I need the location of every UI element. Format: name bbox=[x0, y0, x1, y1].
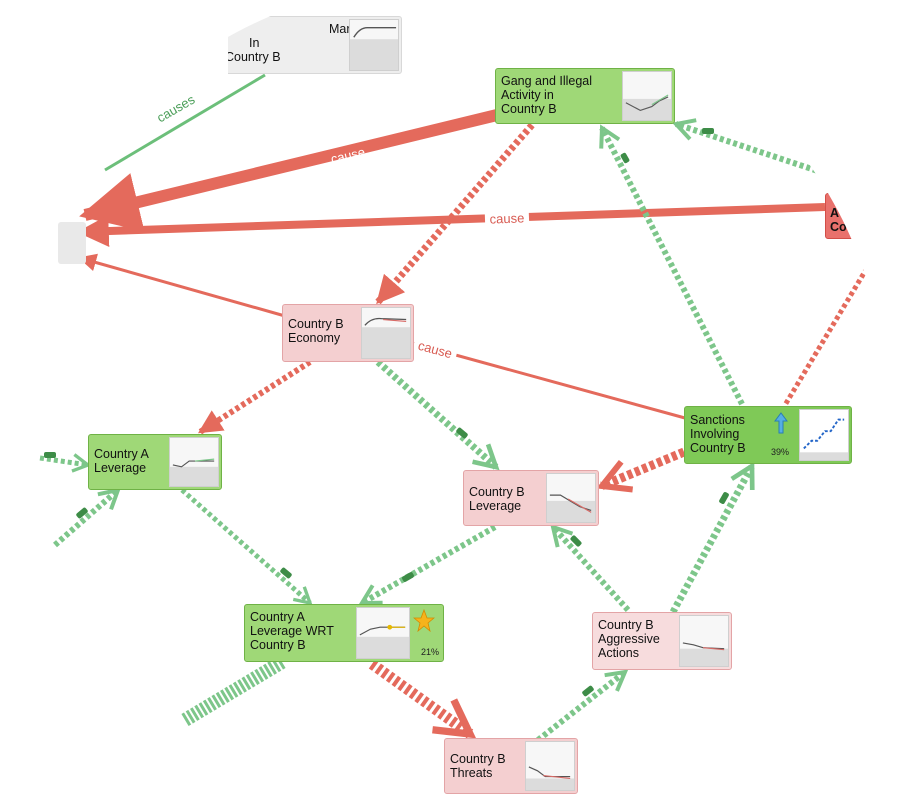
edge-gang-to-left bbox=[79, 109, 499, 232]
node-b-threats-label: Country B Threats bbox=[450, 752, 506, 780]
node-b-aggressive[interactable]: Country B Aggressive Actions bbox=[592, 612, 732, 670]
node-label-line: Actions bbox=[598, 646, 639, 660]
edge-economy-to-a-leverage bbox=[197, 359, 312, 435]
node-label-line: Country B bbox=[288, 317, 344, 331]
up-arrow-icon bbox=[774, 412, 788, 434]
node-label-line: Leverage bbox=[469, 499, 522, 513]
node-b-leverage[interactable]: Country B Leverage bbox=[463, 470, 599, 526]
node-label-line: Leverage WRT bbox=[250, 624, 334, 638]
sparkline bbox=[349, 19, 399, 71]
sparkline bbox=[546, 473, 596, 523]
edge-marker bbox=[702, 128, 714, 134]
node-b-economy-label: Country B Economy bbox=[288, 317, 344, 345]
sparkline bbox=[799, 409, 849, 461]
edge-threats-to-aggressive bbox=[536, 672, 625, 743]
node-sanctions-label: Sanctions Involving Country B bbox=[690, 413, 746, 455]
edge-sanctions-to-b-leverage bbox=[602, 447, 686, 486]
sparkline bbox=[361, 307, 411, 359]
node-market-label-2: In bbox=[249, 36, 259, 50]
edge-offscreen-to-left bbox=[76, 203, 826, 248]
node-label-line: Country B bbox=[501, 102, 557, 116]
sparkline bbox=[679, 615, 729, 667]
edge-a-leverage-to-a-lev-wrt bbox=[180, 488, 310, 603]
edge-label-cause-long: cause bbox=[489, 210, 524, 226]
node-sanctions[interactable]: Sanctions Involving Country B 39% bbox=[684, 406, 852, 464]
edge-a-lev-to-threats bbox=[368, 659, 470, 739]
node-b-aggressive-label: Country B Aggressive Actions bbox=[598, 618, 660, 660]
node-gang[interactable]: Gang and Illegal Activity in Country B bbox=[495, 68, 675, 124]
node-label-line: Country B bbox=[598, 618, 654, 632]
node-b-leverage-label: Country B Leverage bbox=[469, 485, 525, 513]
edge-economy-to-b-leverage bbox=[375, 359, 496, 467]
node-label-line: Threats bbox=[450, 766, 493, 780]
node-b-threats[interactable]: Country B Threats bbox=[444, 738, 578, 794]
sparkline bbox=[622, 71, 672, 121]
edge-sanctions-to-economy bbox=[411, 341, 686, 420]
edge-right-to-gang bbox=[676, 124, 831, 178]
sanctions-percent: 39% bbox=[771, 447, 790, 457]
edge-market-causes bbox=[104, 73, 266, 172]
node-label-line: Involving bbox=[690, 427, 740, 441]
node-label-line: Co bbox=[830, 220, 847, 234]
node-label-line: Country B bbox=[690, 441, 746, 455]
node-label-line: Sanctions bbox=[690, 413, 745, 427]
edge-offscreen-to-sanctions bbox=[782, 266, 870, 407]
node-label-line: In bbox=[249, 36, 260, 50]
sparkline bbox=[525, 741, 575, 791]
node-a-lev-wrt-b[interactable]: Country A Leverage WRT Country B 21% bbox=[244, 604, 444, 662]
node-label-line: Country A bbox=[94, 447, 149, 461]
edge-aggressive-to-b-leverage bbox=[553, 527, 631, 613]
edge-economy-to-left bbox=[78, 253, 286, 318]
node-label-line: Country B bbox=[250, 638, 306, 652]
node-a-lev-wrt-b-label: Country A Leverage WRT Country B bbox=[250, 610, 334, 652]
node-label-line: Gang and Illegal bbox=[501, 74, 593, 88]
node-label-line: Aggressive bbox=[598, 632, 660, 646]
node-offscreen-right-label: A Co bbox=[830, 206, 847, 234]
offscreen-node-left[interactable] bbox=[58, 222, 86, 264]
node-label-line: Country B bbox=[469, 485, 525, 499]
node-label-line: Economy bbox=[288, 331, 341, 345]
edge-b-leverage-to-a-lev-wrt bbox=[362, 524, 497, 606]
sparkline bbox=[356, 607, 410, 659]
node-label-line: Country A bbox=[250, 610, 305, 624]
sparkline bbox=[169, 437, 219, 487]
edge-sanctions-to-gang bbox=[602, 128, 745, 406]
node-a-leverage[interactable]: Country A Leverage bbox=[88, 434, 222, 490]
edge-lowerleft-to-a-lev-wrt bbox=[181, 655, 286, 727]
node-market-label-3: Country B bbox=[225, 50, 281, 64]
edge-left-to-a-leverage bbox=[39, 458, 88, 465]
node-a-leverage-label: Country A Leverage bbox=[94, 447, 149, 475]
node-label-line: Activity in bbox=[501, 88, 554, 102]
node-gang-label: Gang and Illegal Activity in Country B bbox=[501, 74, 592, 116]
a-lev-wrt-b-percent: 21% bbox=[420, 647, 439, 657]
node-label-line: Country B bbox=[225, 50, 281, 64]
node-label-line: A bbox=[830, 206, 840, 220]
node-label-line: Country B bbox=[450, 752, 506, 766]
node-label-line: Leverage bbox=[94, 461, 147, 475]
node-b-economy[interactable]: Country B Economy bbox=[282, 304, 414, 362]
lightning-star-icon bbox=[413, 609, 435, 633]
